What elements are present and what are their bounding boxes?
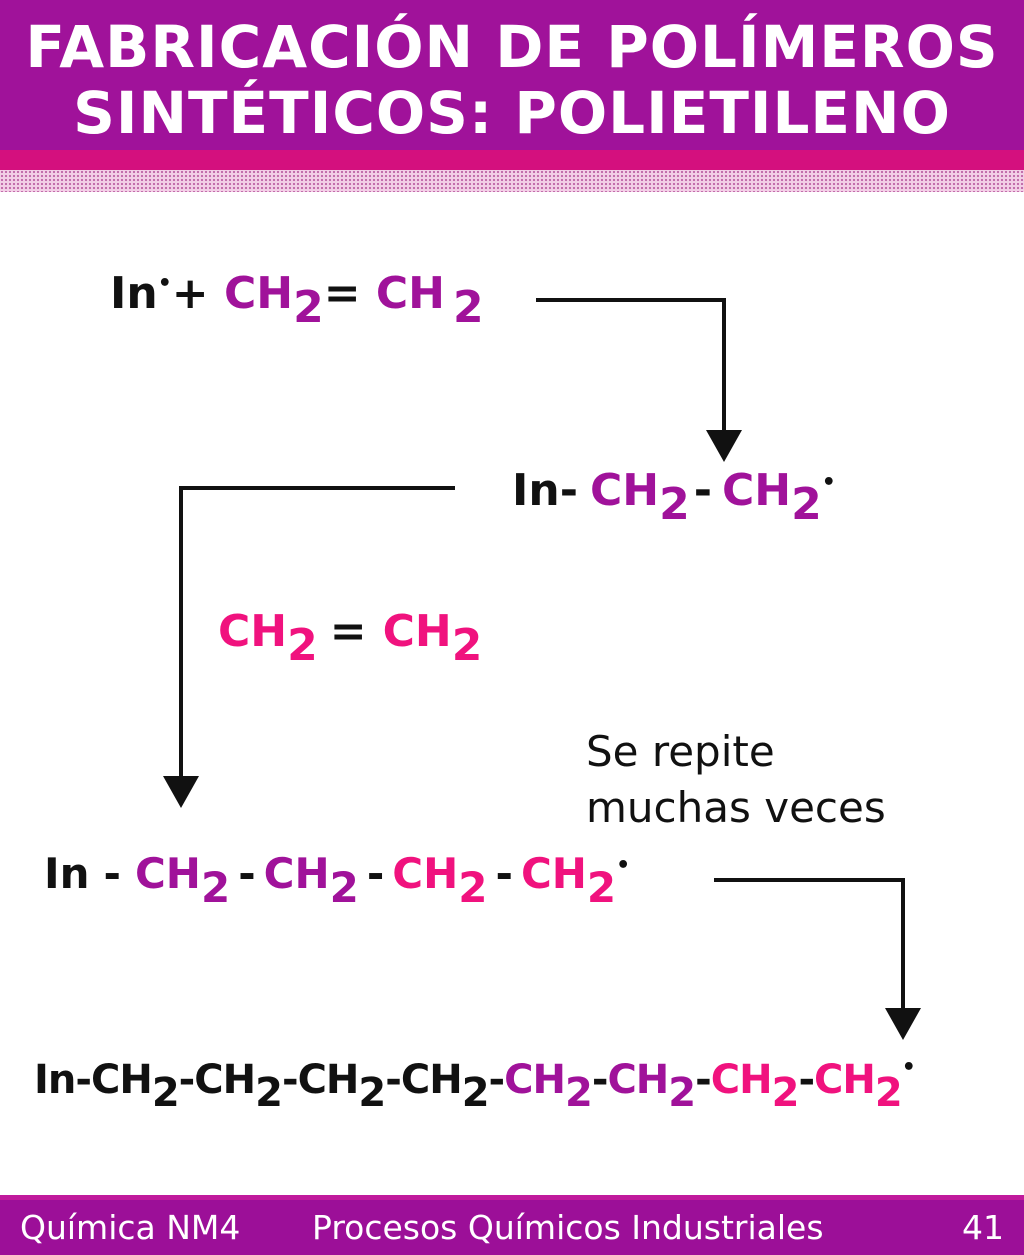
repeat-note-line-2: muchas veces bbox=[586, 783, 886, 832]
chain-dash-2: - bbox=[282, 1057, 298, 1103]
step3-sub-3: 2 bbox=[458, 863, 487, 912]
step1-double-bond: = bbox=[324, 268, 376, 319]
chain-dash-3: - bbox=[385, 1057, 401, 1103]
step1-initiator: In bbox=[110, 268, 158, 319]
chain-dash-7: - bbox=[798, 1057, 814, 1103]
chain-ch-2: CH bbox=[194, 1057, 255, 1103]
monomer-sub-b: 2 bbox=[452, 620, 483, 671]
final-chain: In-CH2-CH2-CH2-CH2-CH2-CH2-CH2-CH2• bbox=[34, 1055, 915, 1116]
chain-sub-4: 2 bbox=[462, 1070, 489, 1116]
monomer-double-bond: = bbox=[330, 606, 367, 657]
chain-sub-5: 2 bbox=[565, 1070, 592, 1116]
step3-in: In bbox=[44, 849, 90, 898]
footer-page-number: 41 bbox=[962, 1208, 1004, 1247]
footer-divider bbox=[0, 1195, 1024, 1200]
step2-ch-a: CH bbox=[590, 465, 659, 516]
chain-sub-7: 2 bbox=[772, 1070, 799, 1116]
step3-dash-2: - bbox=[238, 849, 255, 898]
step3-ch-3: CH bbox=[392, 849, 458, 898]
step3-sub-2: 2 bbox=[330, 863, 359, 912]
chain-dash-5: - bbox=[592, 1057, 608, 1103]
step3-sub-1: 2 bbox=[201, 863, 230, 912]
footer-topic: Procesos Químicos Industriales bbox=[312, 1208, 824, 1247]
chain-dash-1: - bbox=[179, 1057, 195, 1103]
step3-radical-dot: • bbox=[616, 853, 630, 878]
monomer-ch-b: CH bbox=[383, 606, 452, 657]
step3-equation: In-CH2-CH2-CH2-CH2• bbox=[44, 849, 630, 912]
step1-radical-dot: • bbox=[158, 271, 172, 296]
monomer-sub-a: 2 bbox=[287, 620, 318, 671]
chain-sub-8: 2 bbox=[875, 1070, 902, 1116]
step3-dash-4: - bbox=[496, 849, 513, 898]
step2-equation: In-CH2-CH2• bbox=[512, 465, 836, 530]
header-stripe bbox=[0, 150, 1024, 170]
monomer-ch-a: CH bbox=[218, 606, 287, 657]
header-bar bbox=[0, 0, 1024, 150]
arrow-1 bbox=[536, 298, 742, 462]
page-title: FABRICACIÓN DE POLÍMEROS SINTÉTICOS: POL… bbox=[0, 14, 1024, 146]
step2-sub-a: 2 bbox=[659, 479, 690, 530]
step3-ch-4: CH bbox=[521, 849, 587, 898]
step2-sub-b: 2 bbox=[791, 479, 822, 530]
title-line-2: SINTÉTICOS: POLIETILENO bbox=[73, 79, 951, 147]
step1-plus: + bbox=[172, 268, 224, 319]
step2-in: In- bbox=[512, 465, 578, 516]
footer-bar: Química NM4 Procesos Químicos Industrial… bbox=[0, 1200, 1024, 1255]
chain-dash-6: - bbox=[695, 1057, 711, 1103]
chain-ch-1: CH bbox=[91, 1057, 152, 1103]
step3-sub-4: 2 bbox=[587, 863, 616, 912]
step2-radical-dot: • bbox=[822, 470, 836, 495]
monomer-equation: CH2=CH2 bbox=[218, 606, 482, 671]
footer-course: Química NM4 bbox=[20, 1208, 241, 1247]
step1-sub-b: 2 bbox=[453, 282, 484, 333]
chain-prefix: In- bbox=[34, 1057, 91, 1103]
title-line-1: FABRICACIÓN DE POLÍMEROS bbox=[25, 13, 999, 81]
chain-ch-8: CH bbox=[814, 1057, 875, 1103]
chain-ch-5: CH bbox=[504, 1057, 565, 1103]
chain-sub-6: 2 bbox=[668, 1070, 695, 1116]
header-dotted-band bbox=[0, 170, 1024, 192]
step3-dash-1: - bbox=[104, 849, 121, 898]
step1-sub-a: 2 bbox=[293, 282, 324, 333]
arrow-2 bbox=[163, 486, 455, 808]
chain-dash-4: - bbox=[489, 1057, 505, 1103]
step2-dash: - bbox=[694, 465, 712, 516]
chain-ch-4: CH bbox=[401, 1057, 462, 1103]
arrow-3 bbox=[714, 878, 921, 1040]
chain-sub-3: 2 bbox=[358, 1070, 385, 1116]
step3-ch-2: CH bbox=[264, 849, 330, 898]
chain-ch-6: CH bbox=[607, 1057, 668, 1103]
step2-ch-b: CH bbox=[722, 465, 791, 516]
step3-dash-3: - bbox=[367, 849, 384, 898]
step3-ch-1: CH bbox=[135, 849, 201, 898]
step1-ch-a: CH bbox=[224, 268, 293, 319]
repeat-note-line-1: Se repite bbox=[586, 727, 775, 776]
chain-sub-1: 2 bbox=[152, 1070, 179, 1116]
chain-ch-7: CH bbox=[711, 1057, 772, 1103]
step1-ch-b: CH bbox=[376, 268, 445, 319]
chain-radical-dot: • bbox=[902, 1055, 915, 1080]
chain-sub-2: 2 bbox=[255, 1070, 282, 1116]
chain-ch-3: CH bbox=[298, 1057, 359, 1103]
